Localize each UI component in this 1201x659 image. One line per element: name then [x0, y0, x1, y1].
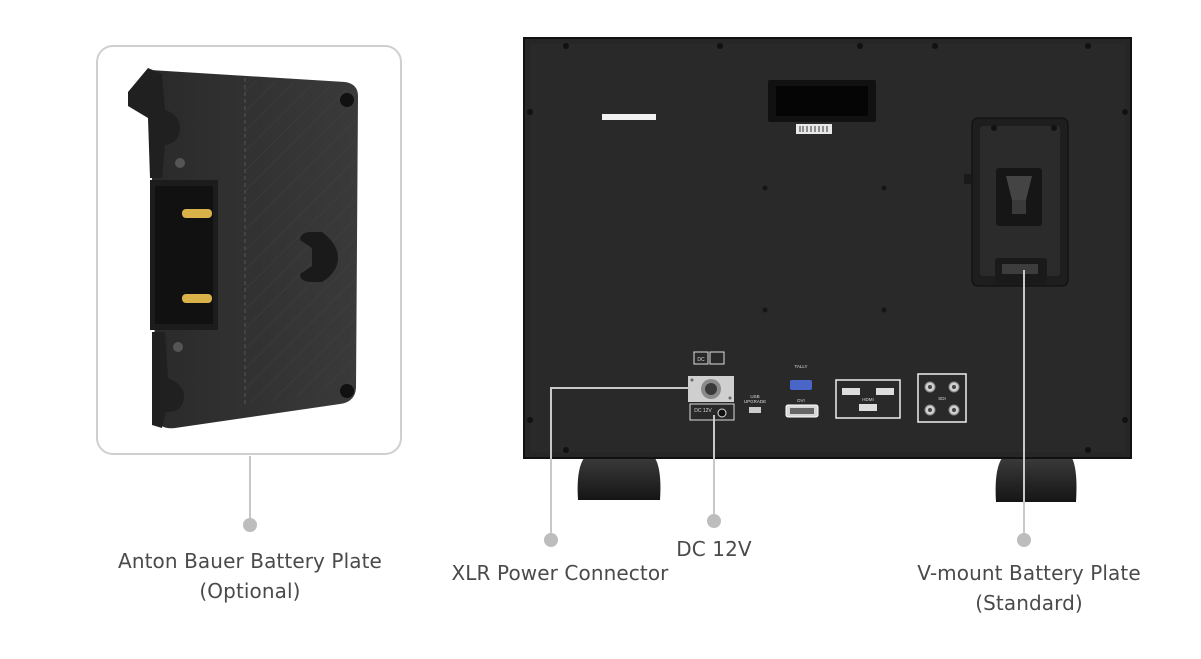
sdi-panel [917, 373, 967, 423]
callout-dot-vmount [1017, 533, 1031, 547]
callout-dot-anton-bauer [243, 518, 257, 532]
tally-label: TALLY [794, 364, 807, 369]
barcode-sticker [796, 124, 832, 134]
callout-line-xlr [550, 387, 690, 540]
usb-port [749, 407, 761, 413]
callout-lines [249, 270, 1025, 540]
xlr-label: XLR Power Connector [440, 558, 680, 588]
callout-dot-dc [707, 514, 721, 528]
anton-bauer-label-line1: Anton Bauer Battery Plate [118, 549, 382, 573]
screw-icon [340, 384, 354, 398]
v-mount-plate [964, 117, 1069, 287]
tally-port [790, 380, 812, 390]
dvi-label: DVI [797, 398, 805, 403]
sdi-label: SDI [938, 396, 946, 401]
vmount-label: V-mount Battery Plate (Standard) [904, 558, 1154, 618]
svg-text:DC: DC [697, 357, 705, 363]
anton-bauer-plate [128, 68, 358, 429]
hdmi-label: HDMI [862, 397, 874, 402]
dc-label: DC 12V [664, 534, 764, 564]
monitor-rear: DC DC 12V USB UPGRADE TALLY DVI [523, 37, 1132, 502]
dc-12v-port [689, 403, 735, 421]
xlr-label-line1: XLR Power Connector [451, 561, 669, 585]
vmount-label-line1: V-mount Battery Plate [917, 561, 1141, 585]
dc-label-line1: DC 12V [676, 537, 752, 561]
anton-bauer-inset [96, 45, 402, 455]
vmount-label-line2: (Standard) [975, 591, 1083, 615]
svg-text:USB: USB [750, 394, 759, 399]
screw-icon [340, 93, 354, 107]
dc-small-label: DC 12V [694, 408, 712, 414]
svg-text:UPGRADE: UPGRADE [744, 399, 766, 404]
white-strip [602, 114, 656, 120]
callout-dot-xlr [544, 533, 558, 547]
callout-dots [243, 514, 1031, 547]
anton-bauer-label: Anton Bauer Battery Plate (Optional) [110, 546, 390, 606]
gold-pin-icon [182, 209, 212, 218]
edge-screws [527, 43, 1128, 453]
anton-bauer-label-line2: (Optional) [199, 579, 301, 603]
hdmi-panel [835, 379, 901, 419]
io-panel: DC DC 12V USB UPGRADE TALLY DVI [688, 351, 967, 423]
gold-pin-icon [182, 294, 212, 303]
